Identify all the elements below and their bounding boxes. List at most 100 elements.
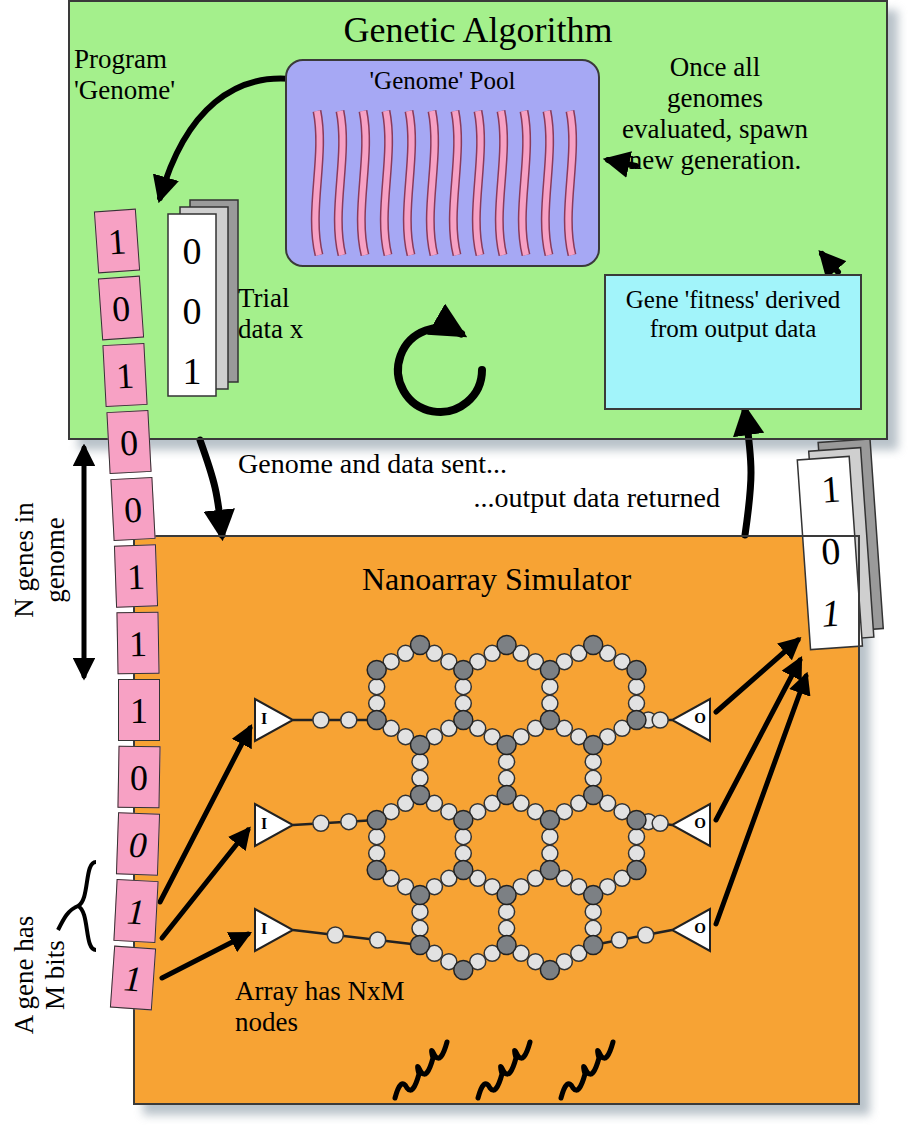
input-port — [255, 804, 293, 846]
data-card — [168, 214, 216, 396]
output-bit: 0 — [805, 528, 858, 575]
annotation: Array has NxM nodes — [235, 976, 410, 1038]
fitness-arrow — [822, 254, 838, 272]
mesh-link-node — [341, 712, 357, 728]
input-port — [255, 699, 293, 741]
annotation: Genome and data sent... — [238, 448, 718, 480]
genome-strand-outline — [453, 111, 457, 255]
mesh-junction-node — [540, 661, 559, 680]
box-text: 'Genome' Pool — [295, 67, 590, 96]
genome-strand — [522, 111, 526, 255]
mesh-wire — [593, 930, 672, 945]
mesh-junction-node — [584, 786, 603, 805]
mesh-junction-node — [584, 636, 603, 655]
genome-strand — [338, 111, 342, 255]
bit-arrow — [162, 934, 248, 978]
genome-bit: 0 — [117, 746, 160, 809]
process-box: 'Genome' Pool — [285, 59, 600, 267]
genome-strand-outline — [568, 111, 572, 255]
mesh-junction-node — [497, 736, 516, 755]
mesh-junction-node — [411, 786, 430, 805]
port-label: I — [256, 710, 272, 728]
mesh-junction-node — [627, 661, 646, 680]
genome-bit: 0 — [110, 477, 155, 541]
mesh-link-node — [652, 815, 668, 831]
input-port — [255, 909, 293, 951]
mesh-link-node — [369, 679, 385, 695]
mesh-link-node — [542, 845, 558, 861]
genome-bit: 1 — [118, 679, 160, 741]
mesh-junction-node — [454, 661, 473, 680]
nanoarray-mesh — [293, 636, 672, 980]
mesh-wire — [293, 820, 377, 825]
mesh-link-node — [611, 932, 627, 948]
mesh-link-node — [629, 829, 645, 845]
span-arrow — [82, 448, 87, 676]
genome-strand — [568, 111, 572, 255]
mesh-junction-node — [454, 961, 473, 980]
energy-squiggle — [561, 1042, 613, 1098]
process-box: Gene 'fitness' derived from output data — [604, 274, 862, 410]
genome-strand-outline — [361, 111, 365, 255]
trial-bit: 0 — [168, 230, 216, 274]
mesh-link-node — [499, 904, 515, 920]
mesh-junction-node — [584, 886, 603, 905]
genome-strand-outline — [315, 111, 319, 255]
annotation: Trial data x — [238, 283, 333, 345]
genome-bit: 0 — [98, 276, 144, 341]
mesh-link-node — [542, 695, 558, 711]
genome-strand-outline — [430, 111, 434, 255]
output-arrow — [716, 660, 800, 820]
port-label: O — [691, 920, 709, 937]
mesh-link-node — [585, 770, 601, 786]
output-cards — [796, 439, 884, 650]
annotation: Once all genomes evaluated, spawn new ge… — [620, 52, 810, 176]
mesh-link-node — [499, 920, 515, 936]
mesh-link-node — [369, 829, 385, 845]
mesh-junction-node — [367, 661, 386, 680]
genome-strand — [361, 111, 365, 255]
genome-strand — [545, 111, 549, 255]
mesh-junction-node — [497, 936, 516, 955]
mesh-junction-node — [411, 636, 430, 655]
mesh-junction-node — [410, 736, 429, 755]
mesh-junction-node — [540, 861, 559, 880]
mesh-junction-node — [454, 711, 473, 730]
genome-strand-outline — [407, 111, 411, 255]
mesh-link-node — [542, 829, 558, 845]
mesh-link-node — [412, 770, 428, 786]
panel-title: Nanoarray Simulator — [145, 561, 848, 598]
bit-arrow — [162, 830, 248, 938]
genome-strand-outline — [338, 111, 342, 255]
mesh-wire — [293, 719, 377, 722]
genome-strand — [476, 111, 480, 255]
trial-bit: 1 — [168, 350, 216, 394]
mesh-link-node — [455, 829, 471, 845]
mesh-junction-node — [540, 961, 559, 980]
mesh-link-node — [455, 679, 471, 695]
genome-bit: 1 — [110, 946, 156, 1011]
gene-brace — [58, 862, 96, 950]
mesh-junction-node — [627, 811, 646, 830]
mesh-junction-node — [454, 861, 473, 880]
genome-strand-outline — [522, 111, 526, 255]
mesh-junction-node — [584, 736, 603, 755]
output-arrow — [716, 676, 806, 924]
pool-arrow — [160, 78, 300, 198]
energy-squiggle — [478, 1042, 530, 1098]
mesh-junction-node — [584, 936, 603, 955]
mesh-junction-node — [540, 811, 559, 830]
mesh-junction-node — [410, 886, 429, 905]
panel-fill — [68, 0, 888, 440]
port-label: I — [256, 815, 272, 833]
genome-bit: 1 — [94, 209, 140, 274]
mesh-link-node — [412, 904, 428, 920]
genome-strand — [453, 111, 457, 255]
port-label: O — [691, 710, 709, 727]
output-bit: 1 — [805, 466, 858, 513]
mesh-link-node — [542, 679, 558, 695]
port-label: I — [256, 920, 272, 938]
mesh-wire — [293, 930, 420, 945]
mesh-link-node — [370, 932, 386, 948]
genome-bit: 1 — [114, 544, 158, 607]
